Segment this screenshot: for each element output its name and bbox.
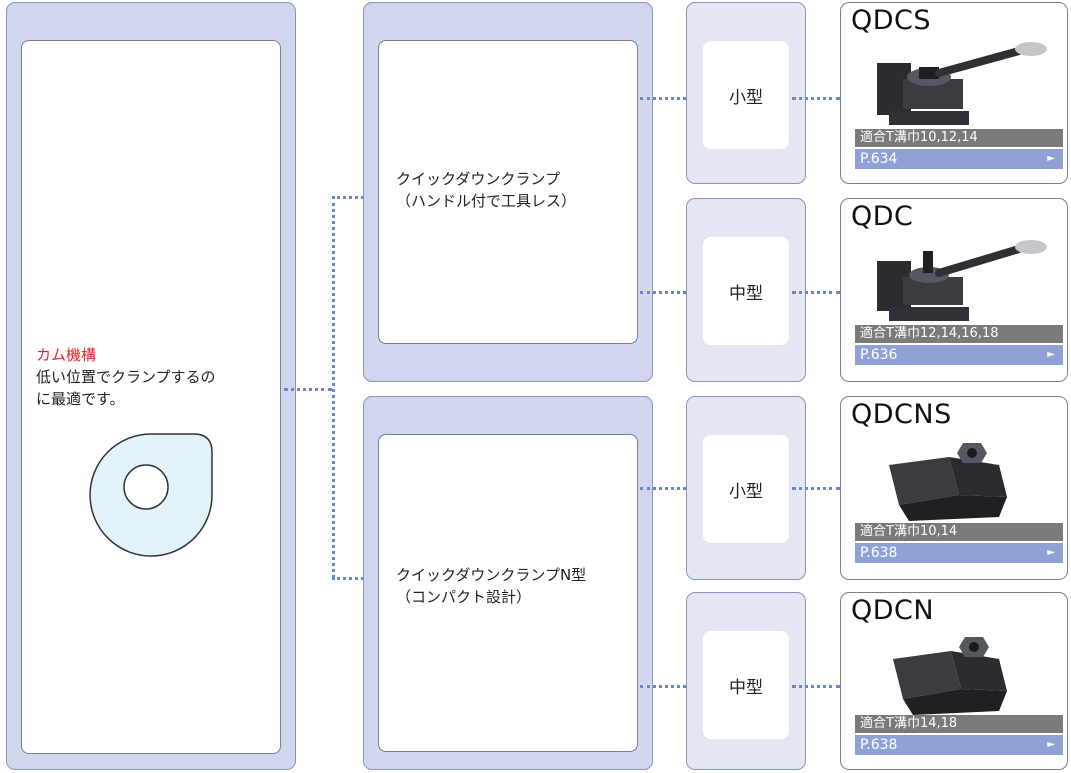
connector-series-2	[332, 577, 364, 580]
product-page-qdcns: P.638	[860, 545, 898, 561]
product-page-qdc: P.636	[860, 347, 898, 363]
connector-trunk	[332, 196, 335, 578]
series-note-quick-down: （ハンドル付で工具レス）	[396, 192, 577, 210]
connector-series-1	[332, 196, 364, 199]
product-card-qdcn[interactable]: QDCN 適合T溝巾14,18 P.638 ►	[840, 592, 1068, 770]
size-label-medium-2: 中型	[703, 631, 789, 739]
mechanism-title: カム機構	[36, 346, 97, 364]
connector-main	[284, 388, 332, 391]
connector-size-4	[640, 685, 686, 688]
series-name-quick-down: クイックダウンクランプ	[396, 170, 560, 188]
play-arrow-icon: ►	[1047, 153, 1055, 164]
mechanism-text: カム機構 低い位置でクランプするの に最適です。	[36, 344, 216, 410]
mechanism-description-line2: に最適です。	[36, 390, 125, 408]
product-page-qdcs: P.634	[860, 151, 898, 167]
product-name-qdcns: QDCNS	[851, 399, 952, 430]
series-note-quick-down-n: （コンパクト設計）	[396, 588, 532, 606]
size-label-small-1: 小型	[703, 41, 789, 149]
series-inner-quick-down	[378, 40, 638, 344]
cam-diagram-icon	[89, 433, 213, 557]
series-panel-quick-down	[363, 2, 653, 382]
connector-size-3	[640, 487, 686, 490]
product-page-link-qdc[interactable]: P.636 ►	[855, 345, 1063, 365]
size-label-small-2: 小型	[703, 435, 789, 543]
connector-product-2	[792, 291, 840, 294]
product-name-qdcs: QDCS	[851, 5, 932, 36]
size-panel-medium-2: 中型	[686, 592, 806, 770]
connector-size-2	[640, 291, 686, 294]
series-inner-quick-down-n	[378, 434, 638, 752]
product-page-link-qdcs[interactable]: P.634 ►	[855, 149, 1063, 169]
series-panel-quick-down-n	[363, 396, 653, 770]
mechanism-inner	[21, 40, 281, 754]
product-spec-qdcn: 適合T溝巾14,18	[855, 715, 1063, 733]
product-card-qdcns[interactable]: QDCNS 適合T溝巾10,14 P.638 ►	[840, 396, 1068, 580]
product-name-qdc: QDC	[851, 201, 914, 232]
play-arrow-icon: ►	[1047, 739, 1055, 750]
size-panel-medium-1: 中型	[686, 198, 806, 382]
product-card-qdc[interactable]: QDC 適合T溝巾12,14,16,18 P.636 ►	[840, 198, 1068, 382]
product-name-qdcn: QDCN	[851, 595, 935, 626]
mechanism-description-line1: 低い位置でクランプするの	[36, 368, 216, 386]
clamp-handle-icon	[877, 42, 1047, 125]
connector-product-4	[792, 685, 840, 688]
product-page-qdcn: P.638	[860, 737, 898, 753]
play-arrow-icon: ►	[1047, 349, 1055, 360]
clamp-handle-icon	[877, 240, 1047, 321]
size-label-medium-1: 中型	[703, 237, 789, 345]
series-label-quick-down: クイックダウンクランプ （ハンドル付で工具レス）	[396, 168, 576, 212]
product-card-qdcs[interactable]: QDCS 適合T溝巾10,12,14 P.634 ►	[840, 2, 1068, 184]
size-panel-small-2: 小型	[686, 396, 806, 580]
product-page-link-qdcns[interactable]: P.638 ►	[855, 543, 1063, 563]
product-spec-qdcs: 適合T溝巾10,12,14	[855, 129, 1063, 147]
play-arrow-icon: ►	[1047, 547, 1055, 558]
clamp-block-icon	[893, 637, 1007, 715]
clamp-block-icon	[889, 443, 1007, 521]
product-page-link-qdcn[interactable]: P.638 ►	[855, 735, 1063, 755]
product-spec-qdc: 適合T溝巾12,14,16,18	[855, 325, 1063, 343]
connector-product-1	[792, 97, 840, 100]
mechanism-panel	[6, 2, 296, 770]
product-spec-qdcns: 適合T溝巾10,14	[855, 523, 1063, 541]
series-name-quick-down-n: クイックダウンクランプN型	[396, 566, 587, 584]
connector-product-3	[792, 487, 840, 490]
series-label-quick-down-n: クイックダウンクランプN型 （コンパクト設計）	[396, 564, 586, 608]
size-panel-small-1: 小型	[686, 2, 806, 184]
connector-size-1	[640, 97, 686, 100]
